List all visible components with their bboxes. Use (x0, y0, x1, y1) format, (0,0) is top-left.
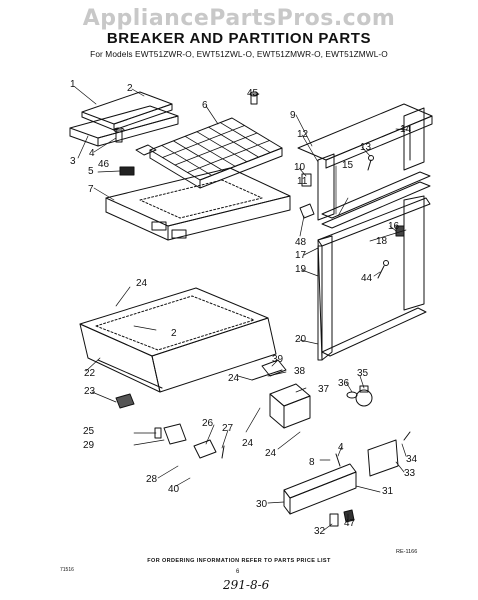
part-33-panel-cover (367, 439, 399, 477)
callout-16: 16 (388, 221, 400, 232)
watermark-text: AppliancePartsPros.com (82, 6, 396, 31)
callout-2: 2 (127, 83, 133, 94)
reference-code: RE-1166 (396, 549, 418, 555)
callout-11: 11 (297, 176, 308, 187)
part-48-clip (299, 203, 315, 219)
callout-3: 3 (70, 156, 76, 167)
callout-32: 32 (314, 526, 326, 537)
callout-36: 36 (338, 378, 350, 389)
callout-25: 25 (83, 426, 95, 437)
model-list: For Models EWT51ZWR-O, EWT51ZWL-O, EWT51… (90, 49, 388, 59)
part-36-socket (346, 391, 358, 399)
part-23-bracket (115, 393, 135, 409)
callout-45: 45 (247, 88, 259, 99)
page-title: BREAKER AND PARTITION PARTS (106, 30, 372, 47)
callout-4: 4 (338, 442, 344, 453)
part-9-partition-frame-upper (297, 103, 433, 169)
callout-6: 6 (202, 100, 208, 111)
leader-lines (74, 86, 409, 531)
callout-18: 18 (376, 236, 388, 247)
callout-28: 28 (146, 474, 158, 485)
part-6-grid-shelf (149, 117, 283, 189)
callout-5: 5 (88, 166, 94, 177)
callout-31: 31 (382, 486, 394, 497)
callout-24: 24 (265, 448, 277, 459)
page-number: 6 (236, 569, 240, 575)
callout-4: 4 (89, 148, 95, 159)
callout-22: 22 (84, 368, 96, 379)
part-7-tray (105, 167, 291, 241)
callout-47: 47 (344, 518, 356, 529)
callout-23: 23 (84, 386, 96, 397)
part-39-cover (261, 359, 287, 377)
callout-1: 1 (70, 79, 76, 90)
callout-9: 9 (290, 110, 296, 121)
part-32-thermostat (329, 513, 339, 527)
callout-35: 35 (357, 368, 369, 379)
callout-30: 30 (256, 499, 268, 510)
callout-26: 26 (202, 418, 214, 429)
callout-8: 8 (309, 457, 315, 468)
part-30-control-panel (283, 463, 357, 515)
part-14-divider (403, 107, 425, 171)
part-3-breaker-bar (69, 105, 179, 147)
part-37-housing (269, 383, 311, 429)
callout-33: 33 (404, 468, 416, 479)
part-34-screw (403, 431, 411, 441)
callout-29: 29 (83, 440, 95, 451)
callout-19: 19 (295, 264, 307, 275)
part-44-screw (377, 260, 389, 279)
callout-20: 20 (295, 334, 307, 345)
part-22-shelf-frame (79, 287, 277, 393)
callout-40: 40 (168, 484, 180, 495)
part-46-clip (135, 144, 157, 156)
part-6-grid-cells (161, 122, 271, 176)
callout-34: 34 (406, 454, 418, 465)
callout-13: 13 (360, 142, 372, 153)
callout-7: 7 (88, 184, 94, 195)
handwritten-note: 291-8-6 (223, 578, 270, 592)
callout-12: 12 (297, 129, 309, 140)
callout-44: 44 (361, 273, 373, 284)
part-26-switch (193, 439, 217, 459)
callout-24: 24 (242, 438, 254, 449)
callout-38: 38 (294, 366, 306, 377)
part-13-screw (367, 155, 374, 171)
part-35-light-bulb (355, 385, 373, 407)
part-5-block (119, 166, 135, 176)
callout-15: 15 (342, 160, 354, 171)
callout-14: 14 (400, 124, 412, 135)
callout-24: 24 (228, 373, 240, 384)
part-17-lower-frame (317, 195, 431, 361)
part-4-screw (113, 127, 125, 143)
part-27-screw (221, 445, 225, 459)
callout-10: 10 (294, 162, 306, 173)
part-15-cross-bar (321, 171, 431, 229)
callout-48: 48 (295, 237, 307, 248)
callout-24: 24 (136, 278, 148, 289)
left-code: 71516 (60, 567, 74, 573)
callout-37: 37 (318, 384, 330, 395)
part-10-clip (301, 173, 312, 187)
part-1-breaker-strip (81, 91, 173, 131)
part-12-divider-left (317, 153, 335, 221)
callout-2: 2 (171, 328, 177, 339)
callout-39: 39 (272, 354, 284, 365)
callout-27: 27 (222, 423, 234, 434)
part-47-knob (343, 509, 355, 523)
part-8-bracket (335, 453, 341, 467)
ordering-note: FOR ORDERING INFORMATION REFER TO PARTS … (147, 558, 331, 564)
callout-17: 17 (295, 250, 307, 261)
part-38-pin (251, 369, 283, 381)
callout-46: 46 (98, 159, 110, 170)
